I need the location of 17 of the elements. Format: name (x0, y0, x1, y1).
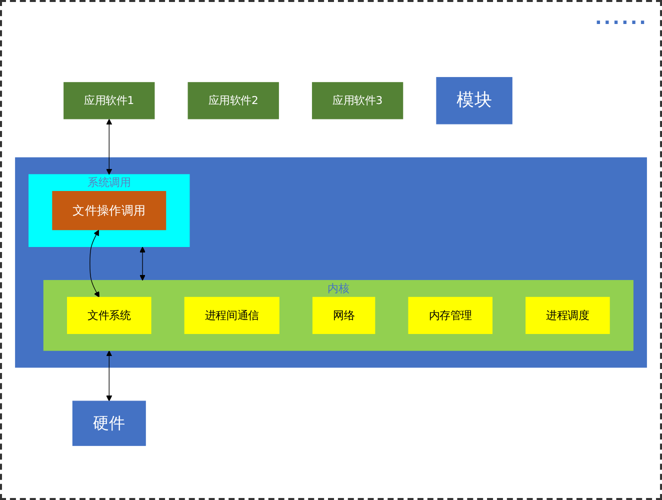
node-box: 应用软件2 (188, 82, 279, 119)
node-box: 文件系统 (67, 296, 152, 334)
node-box: 内存管理 (408, 296, 492, 334)
node-box: 文件操作调用 (52, 190, 166, 230)
node-box: 硬件 (72, 400, 146, 446)
node-box: 应用软件1 (64, 82, 155, 119)
node-box: 模块 (436, 76, 512, 124)
node-box: 网络 (312, 296, 376, 334)
arrow (140, 246, 146, 280)
node-box: 应用软件3 (312, 82, 404, 119)
arrow (90, 229, 100, 297)
node-box: 进程间通信 (184, 296, 280, 334)
node-box: 进程调度 (526, 296, 610, 334)
arrow (106, 118, 112, 174)
arrow (106, 350, 112, 401)
cluster (15, 156, 647, 368)
ellipsis-mark: ...... (594, 8, 648, 29)
